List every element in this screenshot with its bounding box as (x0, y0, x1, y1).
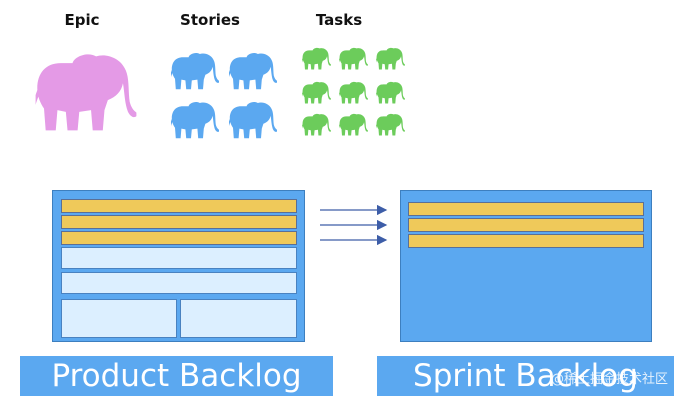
sprint-backlog-item (408, 218, 644, 232)
tasks-heading: Tasks (315, 11, 363, 29)
elephant-icon (337, 46, 370, 70)
product-backlog-row (61, 272, 297, 294)
elephant-icon (300, 80, 333, 104)
product-backlog-text: Product Backlog (51, 358, 302, 394)
product-backlog-item (61, 231, 297, 245)
elephant-icon (300, 46, 333, 70)
elephant-icon (226, 99, 280, 139)
product-backlog-item (61, 215, 297, 229)
epic-heading: Epic (64, 11, 100, 29)
sprint-backlog-item (408, 202, 644, 216)
product-backlog-item (61, 199, 297, 213)
product-backlog-label: Product Backlog (20, 356, 333, 396)
elephant-icon (30, 48, 142, 132)
elephant-icon (374, 46, 407, 70)
product-backlog-cell (61, 299, 177, 338)
flow-arrows (320, 204, 388, 246)
elephant-icon (226, 50, 280, 90)
sprint-backlog-label: Sprint Backlog @稀土掘金技术社区 (377, 356, 674, 396)
product-backlog-cell (180, 299, 297, 338)
elephant-icon (337, 112, 370, 136)
product-backlog-row (61, 247, 297, 269)
elephant-icon (337, 80, 370, 104)
stories-heading: Stories (180, 11, 240, 29)
watermark: @稀土掘金技术社区 (550, 372, 668, 387)
elephant-icon (168, 99, 222, 139)
elephant-icon (300, 112, 333, 136)
elephant-icon (374, 80, 407, 104)
product-backlog-panel (52, 190, 305, 342)
elephant-icon (374, 112, 407, 136)
sprint-backlog-text: Sprint Backlog (413, 358, 638, 394)
elephant-icon (168, 50, 222, 90)
sprint-backlog-item (408, 234, 644, 248)
sprint-backlog-panel (400, 190, 652, 342)
